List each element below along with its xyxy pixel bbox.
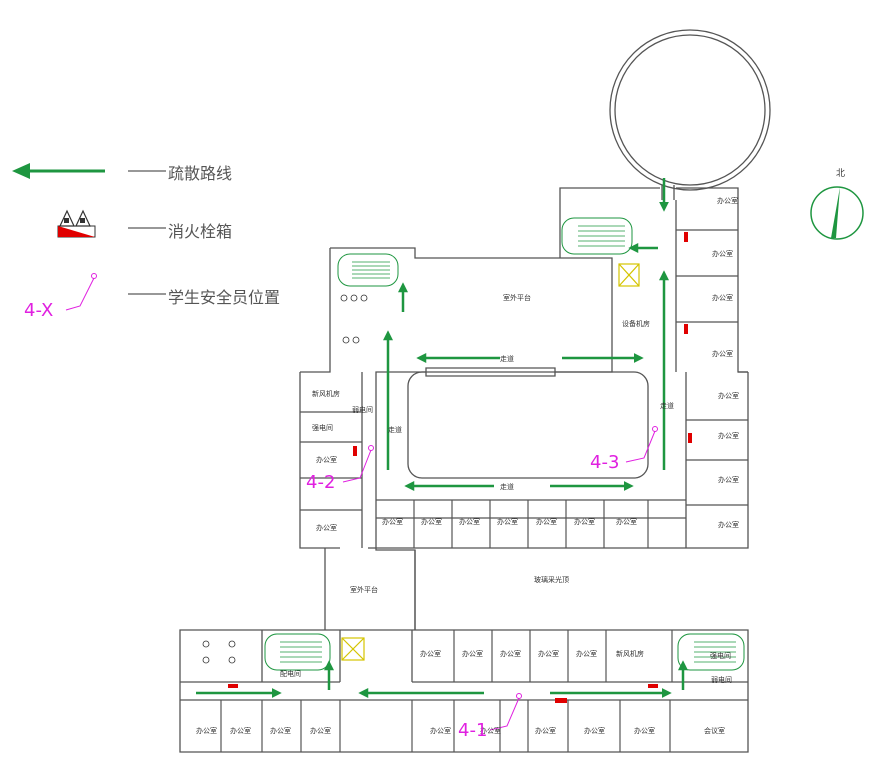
room-outdoor-platform: 室外平台 xyxy=(350,585,378,594)
room-fan: 新风机房 xyxy=(312,389,340,398)
room-office: 办公室 xyxy=(459,517,480,526)
room-office: 办公室 xyxy=(420,649,441,658)
stair-treads xyxy=(280,225,736,663)
room-office: 办公室 xyxy=(574,517,595,526)
room-corridor: 走道 xyxy=(500,482,514,491)
room-office: 办公室 xyxy=(430,726,451,735)
room-office: 办公室 xyxy=(584,726,605,735)
stairs xyxy=(264,217,745,671)
room-office: 办公室 xyxy=(712,249,733,258)
room-fan: 新风机房 xyxy=(616,649,644,658)
room-glass-corridor: 玻璃采光顶 xyxy=(534,575,569,584)
compass-north-label: 北 xyxy=(836,168,845,179)
evacuation-routes xyxy=(196,178,688,698)
room-strong-current: 强电间 xyxy=(312,423,333,432)
legend-officer-marker xyxy=(65,273,97,311)
room-office: 办公室 xyxy=(535,726,556,735)
room-office: 办公室 xyxy=(230,726,251,735)
toilet-fixtures xyxy=(202,294,368,664)
plan-hydrants xyxy=(228,232,692,703)
room-office: 办公室 xyxy=(310,726,331,735)
room-office: 办公室 xyxy=(196,726,217,735)
room-office: 办公室 xyxy=(717,196,738,205)
room-distribution: 配电间 xyxy=(280,669,301,678)
room-weak-current: 弱电间 xyxy=(711,675,732,684)
room-office: 办公室 xyxy=(718,431,739,440)
legend-officer-code: 4-X xyxy=(24,300,54,321)
room-outdoor-platform: 室外平台 xyxy=(503,293,531,302)
position-4-2: 4-2 xyxy=(306,472,336,493)
officer-marker-4-2 xyxy=(342,445,374,483)
room-office: 办公室 xyxy=(316,455,337,464)
position-4-1: 4-1 xyxy=(458,720,488,741)
room-office: 办公室 xyxy=(718,475,739,484)
room-office: 办公室 xyxy=(538,649,559,658)
room-strong-current: 强电间 xyxy=(710,651,731,660)
room-meeting: 会议室 xyxy=(704,726,725,735)
room-corridor: 走道 xyxy=(660,401,674,410)
upper-office-partitions xyxy=(413,500,649,548)
room-office: 办公室 xyxy=(616,517,637,526)
room-office: 办公室 xyxy=(421,517,442,526)
room-office: 办公室 xyxy=(462,649,483,658)
room-office: 办公室 xyxy=(382,517,403,526)
room-labels: 办公室 办公室 办公室 办公室 办公室 办公室 办公室 办公室 办公室 办公室 … xyxy=(196,168,845,735)
room-weak-current: 弱电间 xyxy=(352,405,373,414)
compass xyxy=(810,186,864,240)
room-office: 办公室 xyxy=(718,391,739,400)
room-office: 办公室 xyxy=(634,726,655,735)
legend-route-swatch xyxy=(12,163,105,179)
legend-hydrant-icon xyxy=(57,209,96,238)
building-walls xyxy=(179,29,771,753)
officer-marker-4-3 xyxy=(625,426,658,463)
room-office: 办公室 xyxy=(270,726,291,735)
room-office: 办公室 xyxy=(536,517,557,526)
room-office: 办公室 xyxy=(712,293,733,302)
legend-hydrant-label: 消火栓箱 xyxy=(168,222,233,241)
legend-route-label: 疏散路线 xyxy=(168,164,233,183)
lower-office-partitions xyxy=(220,630,673,752)
room-office: 办公室 xyxy=(718,520,739,529)
room-office: 办公室 xyxy=(316,523,337,532)
elevators xyxy=(341,263,640,661)
room-equipment: 设备机房 xyxy=(622,319,650,328)
position-4-3: 4-3 xyxy=(590,452,620,473)
room-office: 办公室 xyxy=(500,649,521,658)
room-corridor: 走道 xyxy=(500,354,514,363)
room-office: 办公室 xyxy=(480,726,501,735)
room-office: 办公室 xyxy=(712,349,733,358)
room-office: 办公室 xyxy=(576,649,597,658)
room-corridor: 走道 xyxy=(388,425,402,434)
room-office: 办公室 xyxy=(497,517,518,526)
officer-marker-4-1 xyxy=(489,693,522,731)
legend-officer-label: 学生安全员位置 xyxy=(168,288,281,307)
